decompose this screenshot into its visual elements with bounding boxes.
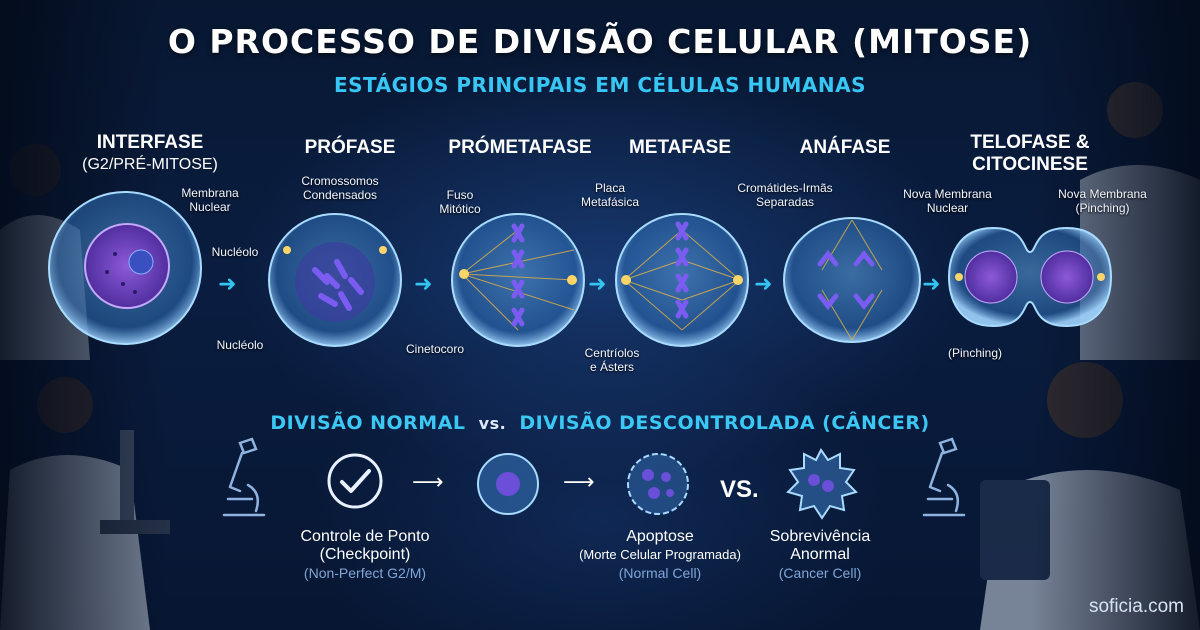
microscope-icon-right [922, 437, 966, 517]
stage-label-profase: PRÓFASE [280, 137, 420, 159]
ann-fuso: Fuso Mitótico [439, 188, 481, 216]
stage-name: INTERFASE [96, 132, 204, 153]
ann-centriolos: Centríolos e Ásters [584, 346, 640, 374]
stage-label-metafase: METAFASE [610, 137, 750, 159]
apoptose-line2: (Morte Celular Programada) [579, 547, 741, 562]
checkpoint-note: (Non-Perfect G2/M) [303, 565, 427, 581]
vs-label: vs. [478, 414, 507, 433]
checkpoint-line2: (Checkpoint) [319, 546, 411, 563]
vs-big-label: VS. [720, 476, 759, 503]
flow-arrow-2: ⟶ [563, 470, 595, 495]
sobrevivencia-note: (Cancer Cell) [778, 565, 862, 581]
page-subtitle: ESTÁGIOS PRINCIPAIS EM CÉLULAS HUMANAS [333, 73, 867, 97]
stage-sub: CITOCINESE [972, 154, 1088, 175]
prometafase-cell [451, 213, 585, 347]
checkpoint-label: Controle de Ponto (Checkpoint) (Non-Perf… [290, 528, 440, 582]
comparison-title: DIVISÃO NORMAL vs. DIVISÃO DESCONTROLADA… [0, 412, 1200, 434]
scientist-left-bottom-illustration [0, 377, 170, 630]
sobrevivencia-label: Sobrevivência Anormal (Cancer Cell) [755, 528, 885, 582]
telofase-cell [947, 226, 1113, 328]
stage-sub: (G2/PRÉ-MITOSE) [82, 156, 218, 173]
ann-nucleolo-1: Nucléolo [211, 245, 259, 259]
scientist-right-bottom-illustration [980, 362, 1200, 630]
ann-nova-membrana-2: Nova Membrana (Pinching) [1058, 187, 1147, 215]
stage-name: METAFASE [628, 137, 732, 158]
stage-label-interfase: INTERFASE (G2/PRÉ-MITOSE) [50, 132, 250, 176]
ann-cromossomos: Cromossomos Condensados [301, 174, 379, 202]
stage-label-prometafase: PRÓMETAFASE [440, 137, 600, 159]
stage-arrow-5: ➜ [922, 272, 941, 297]
sobrevivencia-line2: Anormal [790, 546, 850, 563]
ann-nucleolo-2: Nucléolo [216, 338, 264, 352]
sobrevivencia-line1: Sobrevivência [769, 528, 871, 545]
ann-membrana-nuclear: Membrana Nuclear [181, 186, 239, 214]
page-title: O PROCESSO DE DIVISÃO CELULAR (MITOSE) [167, 22, 1033, 61]
apoptose-line1: Apoptose [626, 528, 694, 545]
cancer-division-label: DIVISÃO DESCONTROLADA (CÂNCER) [519, 412, 930, 434]
profase-cell [268, 213, 402, 347]
normal-cell-icon [477, 453, 539, 515]
stage-arrow-2: ➜ [414, 272, 433, 297]
ann-cinetocoro: Cinetocoro [405, 342, 465, 356]
ann-nova-membrana-1: Nova Membrana Nuclear [903, 187, 992, 215]
ann-cromatides: Cromátides-Irmãs Separadas [737, 181, 833, 209]
normal-division-label: DIVISÃO NORMAL [270, 412, 466, 434]
anafase-cell [783, 217, 921, 343]
ann-placa: Placa Metafásica [580, 181, 640, 209]
checkpoint-icon [327, 453, 383, 509]
stage-arrow-3: ➜ [588, 272, 607, 297]
stage-name: PRÓMETAFASE [448, 137, 592, 158]
apoptose-label: Apoptose (Morte Celular Programada) (Nor… [565, 528, 755, 582]
checkpoint-line1: Controle de Ponto [300, 528, 430, 545]
stage-arrow-4: ➜ [754, 272, 773, 297]
microscope-icon-left [222, 437, 266, 517]
flow-arrow-1: ⟶ [412, 470, 444, 495]
stage-label-anafase: ANÁFASE [780, 137, 910, 159]
stage-name: TELOFASE & [970, 132, 1090, 153]
cancer-cell-icon [786, 448, 858, 520]
brand-watermark: soficia.com [1088, 596, 1184, 617]
apoptosis-cell-icon [627, 453, 689, 515]
apoptose-note: (Normal Cell) [618, 565, 702, 581]
stage-name: PRÓFASE [304, 137, 396, 158]
interfase-cell [48, 191, 202, 345]
ann-pinching: (Pinching) [947, 346, 1003, 360]
metafase-cell [615, 213, 749, 347]
stage-name: ANÁFASE [799, 137, 891, 158]
stage-label-telofase: TELOFASE & CITOCINESE [945, 132, 1115, 176]
stage-arrow-1: ➜ [218, 272, 237, 297]
